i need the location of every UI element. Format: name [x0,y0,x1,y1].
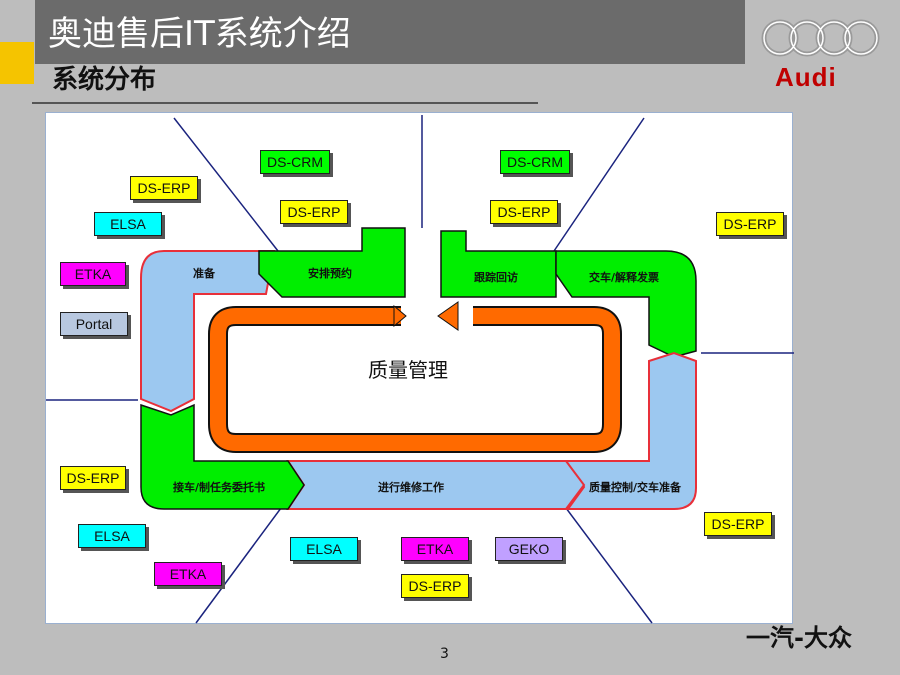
system-box-elsa: ELSA [94,212,162,236]
stage-label-quality-control: 质量控制/交车准备 [589,481,682,494]
system-box-ds-erp: DS-ERP [401,574,469,598]
page-title: 奥迪售后IT系统介绍 [48,14,351,54]
system-box-etka: ETKA [154,562,222,586]
stage-label-prepare: 准备 [193,267,215,280]
stage-label-appointment: 安排预约 [308,267,352,280]
system-box-ds-erp: DS-ERP [704,512,772,536]
subtitle-divider [32,102,538,104]
stage-band-followup [440,230,557,298]
system-box-ds-erp: DS-ERP [716,212,784,236]
stage-band-quality-control [564,351,697,510]
four-rings-icon [758,14,886,94]
system-box-elsa: ELSA [290,537,358,561]
system-box-ds-erp: DS-ERP [130,176,198,200]
system-box-etka: ETKA [401,537,469,561]
zone-divider-lines [46,115,794,624]
stage-label-followup: 跟踪回访 [474,271,518,284]
stage-band-delivery [555,250,697,358]
accent-block [0,42,34,84]
page-number: 3 [440,646,449,662]
system-box-ds-crm: DS-CRM [260,150,330,174]
footer-brand-logo: 一汽-大众 [746,624,852,652]
stage-band-appointment [258,227,406,298]
stage-band-reception [140,403,305,510]
system-box-ds-erp: DS-ERP [280,200,348,224]
brand-logo-text: Audi [775,62,837,92]
system-box-elsa: ELSA [78,524,146,548]
section-subtitle: 系统分布 [52,65,157,95]
quality-loop-arrow [208,301,622,453]
system-box-ds-erp: DS-ERP [490,200,558,224]
system-box-portal: Portal [60,312,128,336]
quality-management-label: 质量管理 [368,358,448,382]
title-bar [35,0,745,64]
service-cycle-diagram [46,115,794,624]
system-box-ds-crm: DS-CRM [500,150,570,174]
system-box-geko: GEKO [495,537,563,561]
system-box-etka: ETKA [60,262,126,286]
stage-label-delivery: 交车/解释发票 [589,271,660,284]
system-box-ds-erp: DS-ERP [60,466,126,490]
stage-label-reception: 接车/制任务委托书 [173,481,266,494]
stage-band-prepare [140,250,276,413]
stage-label-repair: 进行维修工作 [378,481,444,494]
